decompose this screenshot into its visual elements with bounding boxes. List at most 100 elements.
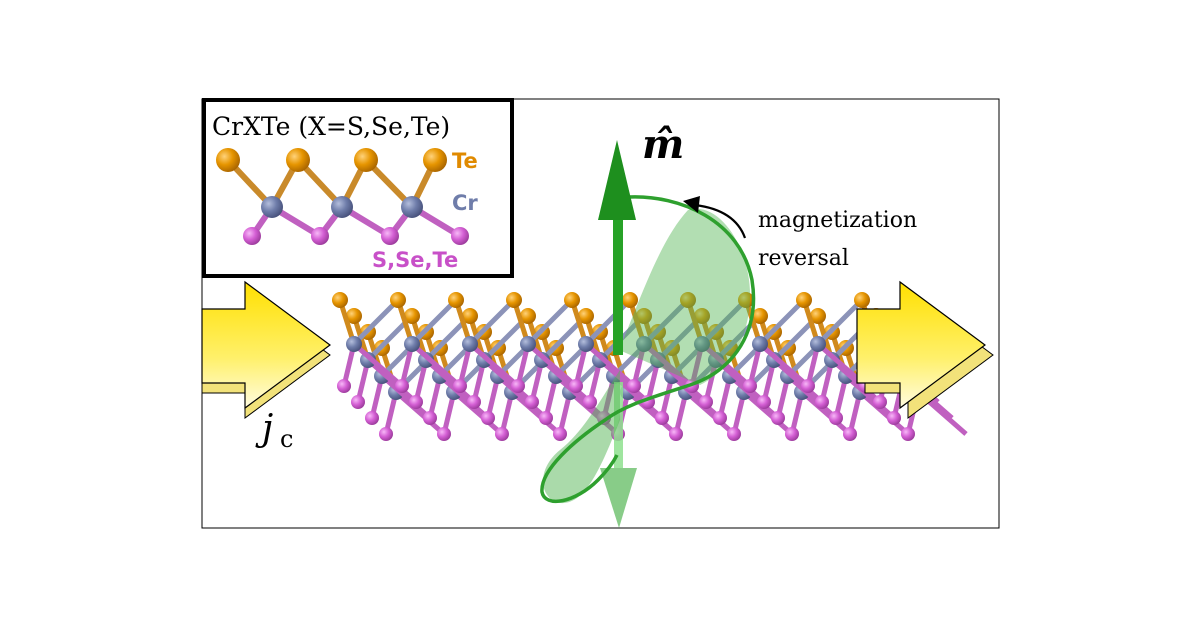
lattice-bond — [830, 358, 882, 404]
lattice-cr-atom — [578, 336, 594, 352]
lattice-chalcogen-atom — [365, 411, 379, 425]
lattice-bond — [584, 342, 636, 388]
lattice-bond — [684, 390, 736, 436]
lattice-bond — [656, 358, 708, 404]
lattice-chalcogen-atom — [395, 379, 409, 393]
lattice-chalcogen-atom — [495, 427, 509, 441]
label-te: Te — [452, 149, 478, 173]
lattice-chalcogen-atom — [553, 427, 567, 441]
lattice-bond — [526, 342, 578, 388]
lattice-chalcogen-atom — [453, 379, 467, 393]
lattice-chalcogen-atom — [757, 395, 771, 409]
lattice-cr-atom — [404, 336, 420, 352]
lattice-te-atom — [636, 308, 652, 324]
lattice-bond — [758, 342, 810, 388]
lattice-chalcogen-atom — [511, 379, 525, 393]
lattice-cr-atom — [694, 336, 710, 352]
lattice-bond — [468, 342, 520, 388]
lattice-bond — [510, 390, 562, 436]
reversal-arrow — [694, 203, 747, 239]
lattice-te-atom — [622, 292, 638, 308]
lattice-bond — [482, 358, 534, 404]
inset-atoms — [216, 148, 469, 245]
lattice-bond — [642, 298, 690, 346]
lattice-bond — [424, 358, 476, 404]
lattice-chalcogen-atom — [873, 395, 887, 409]
lattice-bond — [800, 390, 852, 436]
reversal-annotation-line2: reversal — [758, 246, 849, 271]
chalcogen-atom — [451, 227, 469, 245]
lattice-te-atom — [752, 308, 768, 324]
lattice-bond — [366, 358, 418, 404]
lattice-chalcogen-atom — [727, 427, 741, 441]
lattice-chalcogen-atom — [337, 379, 351, 393]
lattice-te-atom — [332, 292, 348, 308]
lattice-cr-atom — [346, 336, 362, 352]
lattice-chalcogen-atom — [583, 395, 597, 409]
lattice-chalcogen-atom — [379, 427, 393, 441]
crystal-lattice — [332, 292, 968, 441]
lattice-bond — [670, 374, 722, 420]
lattice-te-atom — [694, 308, 710, 324]
te-atom — [423, 148, 447, 172]
cr-atom — [331, 196, 353, 218]
lattice-chalcogen-atom — [713, 411, 727, 425]
lattice-chalcogen-atom — [901, 427, 915, 441]
lattice-bond — [352, 342, 404, 388]
current-arrow-right — [856, 280, 994, 419]
lattice-bond — [758, 298, 806, 346]
lattice-cr-atom — [752, 336, 768, 352]
lattice-cr-atom — [462, 336, 478, 352]
chalcogen-atom — [311, 227, 329, 245]
chalcogen-atom — [243, 227, 261, 245]
lattice-te-atom — [810, 308, 826, 324]
label-cr: Cr — [452, 191, 478, 215]
lattice-chalcogen-atom — [815, 395, 829, 409]
lattice-te-atom — [578, 308, 594, 324]
cr-atom — [261, 196, 283, 218]
lattice-chalcogen-atom — [481, 411, 495, 425]
lattice-bond — [496, 374, 548, 420]
lattice-bond — [742, 390, 794, 436]
lattice-chalcogen-atom — [627, 379, 641, 393]
lattice-bond — [642, 342, 694, 388]
current-arrow-left — [201, 280, 332, 419]
lattice-te-atom — [738, 292, 754, 308]
lattice-chalcogen-atom — [525, 395, 539, 409]
lattice-chalcogen-atom — [351, 395, 365, 409]
cr-atom — [401, 196, 423, 218]
lattice-te-atom — [506, 292, 522, 308]
lattice-bond — [772, 358, 824, 404]
te-atom — [354, 148, 378, 172]
structure-inset: CrXTe (X=S,Se,Te) Te Cr S,Se,Te — [202, 98, 514, 278]
lattice-te-atom — [390, 292, 406, 308]
chalcogen-atom — [381, 227, 399, 245]
label-chalcogen: S,Se,Te — [372, 248, 458, 272]
lattice-te-atom — [520, 308, 536, 324]
lattice-te-atom — [796, 292, 812, 308]
lattice-chalcogen-atom — [669, 427, 683, 441]
lattice-chalcogen-atom — [843, 427, 857, 441]
reversal-arrow-head — [683, 196, 700, 213]
lattice-bond — [352, 298, 400, 346]
lattice-chalcogen-atom — [771, 411, 785, 425]
lattice-bond — [728, 374, 780, 420]
current-subscript: c — [280, 425, 293, 453]
lattice-bond — [626, 390, 678, 436]
lattice-chalcogen-atom — [437, 427, 451, 441]
lattice-chalcogen-atom — [467, 395, 481, 409]
magnetization-symbol: m̂ — [642, 121, 684, 168]
lattice-bond — [468, 298, 516, 346]
lattice-te-atom — [404, 308, 420, 324]
lattice-te-atom — [448, 292, 464, 308]
lattice-bond — [598, 358, 650, 404]
lattice-chalcogen-atom — [829, 411, 843, 425]
lattice-chalcogen-atom — [743, 379, 757, 393]
lattice-chalcogen-atom — [423, 411, 437, 425]
lattice-bond — [844, 374, 896, 420]
te-atom — [286, 148, 310, 172]
lattice-te-atom — [564, 292, 580, 308]
lattice-bond — [380, 374, 432, 420]
lattice-bond — [438, 374, 490, 420]
